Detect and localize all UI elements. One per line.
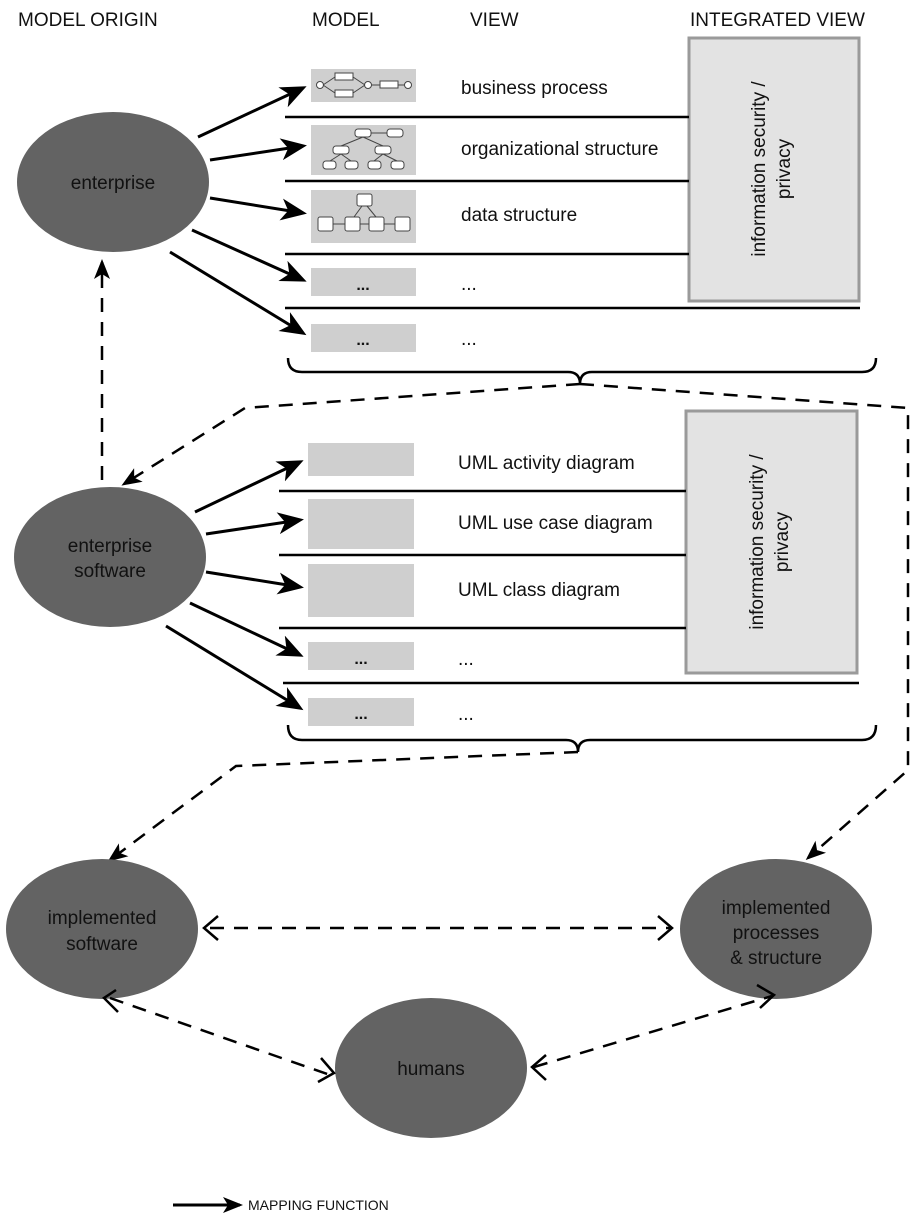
implemented-processes-node — [680, 859, 872, 999]
dashed-arrow-to-implemented-software — [107, 750, 579, 862]
enterprise-software-label-line1: enterprise — [68, 536, 153, 557]
mapping-arrow — [165, 624, 304, 711]
mapping-arrow — [191, 228, 307, 282]
header-integrated-view: INTEGRATED VIEW — [690, 10, 865, 31]
humans-label: humans — [397, 1059, 465, 1080]
uml-activity-model-placeholder — [308, 443, 414, 476]
model-placeholder-top-2 — [311, 324, 416, 352]
model-placeholder-top-1-label: ... — [356, 277, 369, 294]
uml-class-model-placeholder — [308, 564, 414, 617]
integrated-view-label-top: information security / privacy — [749, 81, 795, 257]
implemented-software-node — [6, 859, 198, 999]
humans-node — [335, 998, 527, 1138]
view-middle-ellipsis-2: ... — [458, 704, 474, 725]
integrated-view-label-middle-line2: privacy — [772, 511, 793, 572]
header-view: VIEW — [470, 10, 519, 31]
open-arrowhead — [756, 983, 777, 1009]
enterprise-label: enterprise — [71, 173, 156, 194]
view-middle-ellipsis-1: ... — [458, 649, 474, 670]
header-model: MODEL — [312, 10, 380, 31]
view-uml-activity-diagram: UML activity diagram — [458, 453, 635, 474]
open-arrowhead — [102, 988, 119, 1013]
implemented-processes-label-line1: implemented — [722, 898, 831, 919]
mapping-arrow — [189, 601, 304, 657]
mapping-arrow — [169, 250, 307, 336]
organizational-structure-model-thumbnail — [311, 125, 416, 175]
integrated-view-label-top-line2: privacy — [774, 138, 795, 199]
mapping-arrow — [194, 460, 304, 514]
view-top-ellipsis-1: ... — [461, 274, 477, 295]
dashed-arrow-to-implemented-processes — [579, 382, 910, 860]
view-top-ellipsis-2: ... — [461, 329, 477, 350]
implemented-software-label-line2: software — [66, 934, 138, 955]
uml-use-case-model-placeholder — [308, 499, 414, 549]
implemented-software-label-line1: implemented — [48, 908, 157, 929]
business-process-model-thumbnail — [311, 69, 416, 102]
model-placeholder-top-2-label: ... — [356, 332, 369, 349]
implemented-processes-label-line2: processes — [733, 923, 820, 944]
implemented-processes-label-line3: & structure — [730, 948, 822, 969]
mapping-arrow — [209, 138, 307, 162]
model-placeholder-middle-2-label: ... — [354, 706, 367, 723]
mapping-arrow — [209, 196, 307, 221]
data-structure-model-thumbnail — [311, 190, 416, 243]
open-arrowhead — [657, 915, 674, 941]
integrated-view-box-middle — [684, 409, 859, 675]
model-placeholder-middle-2 — [308, 698, 414, 726]
integrated-view-label-middle: information security / privacy — [747, 454, 793, 630]
middle-brace — [286, 724, 878, 753]
model-placeholder-middle-1-label: ... — [354, 651, 367, 668]
legend-label: MAPPING FUNCTION — [248, 1197, 389, 1213]
integrated-view-box-top — [687, 36, 861, 303]
dashed-link-software-humans — [109, 996, 331, 1077]
view-uml-class-diagram: UML class diagram — [458, 580, 620, 601]
view-business-process: business process — [461, 78, 608, 99]
open-arrowhead — [530, 1054, 547, 1081]
mapping-arrow — [197, 86, 307, 139]
top-brace — [286, 357, 878, 385]
open-arrowhead — [202, 915, 219, 941]
view-data-structure: data structure — [461, 205, 577, 226]
enterprise-node — [17, 112, 209, 252]
dashed-link-humans-processes — [533, 994, 773, 1069]
enterprise-software-node — [14, 487, 206, 627]
view-uml-use-case-diagram: UML use case diagram — [458, 513, 653, 534]
model-placeholder-middle-1 — [308, 642, 414, 670]
mapping-arrow — [205, 512, 304, 536]
enterprise-software-label-line2: software — [74, 561, 146, 582]
model-placeholder-top-1 — [311, 268, 416, 296]
integrated-view-label-middle-line1: information security / — [747, 454, 768, 630]
open-arrowhead — [317, 1057, 336, 1084]
header-model-origin: MODEL ORIGIN — [18, 10, 158, 31]
integrated-view-label-top-line1: information security / — [749, 81, 770, 257]
view-organizational-structure: organizational structure — [461, 139, 659, 160]
mapping-arrow — [205, 570, 304, 595]
